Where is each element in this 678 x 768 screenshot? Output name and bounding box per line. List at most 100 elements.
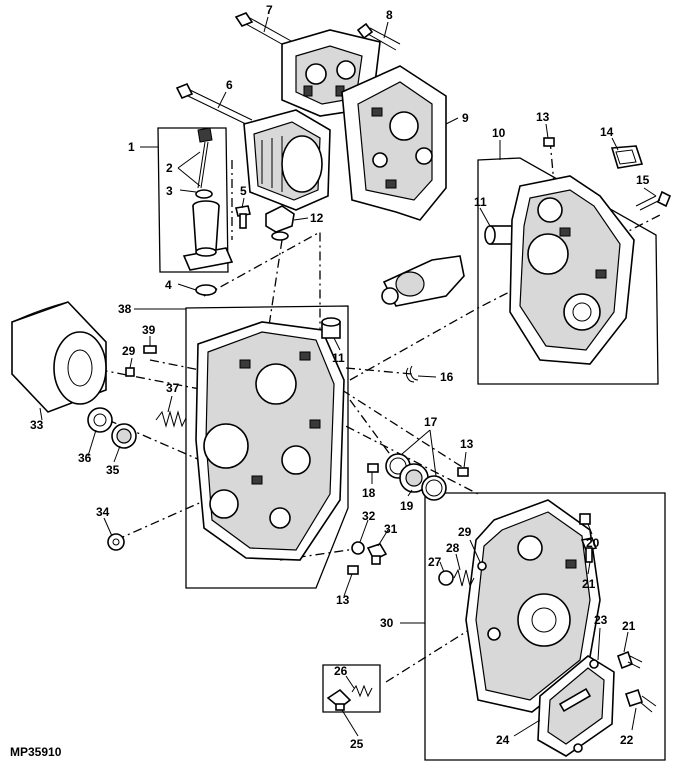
fitting-part-29-left (125, 367, 135, 377)
callout-5: 5 (240, 184, 247, 198)
spring-part-37 (155, 410, 187, 428)
leader-8 (383, 21, 389, 39)
bearing-part-19 (399, 463, 429, 493)
leader-5 (241, 197, 245, 209)
pump-cylinder (243, 109, 331, 211)
oil-filter-part-33 (11, 301, 107, 413)
callout-7: 7 (266, 3, 273, 17)
callout-11-center: 11 (332, 351, 345, 365)
dipstick-tube-part-1 (182, 200, 234, 271)
seal-part-16 (405, 365, 419, 383)
callout-20: 20 (586, 536, 600, 550)
ball-part-29-right (477, 561, 487, 571)
leader-24 (513, 719, 541, 737)
dipstick-part-2 (197, 127, 213, 189)
o-ring-part-3 (195, 189, 213, 199)
callout-29-left: 29 (122, 344, 136, 358)
leader-6 (217, 91, 227, 109)
leader-20 (587, 523, 593, 535)
callout-31: 31 (384, 522, 398, 536)
pin-part-13-lower (347, 565, 359, 575)
bolt-part-8 (356, 22, 401, 51)
callout-6: 6 (226, 78, 233, 92)
callout-37: 37 (166, 381, 180, 395)
callout-15: 15 (636, 173, 650, 187)
pin-part-13-middle (457, 467, 469, 477)
assembly-line (345, 367, 413, 375)
leader-4 (177, 283, 197, 291)
callout-9: 9 (462, 111, 469, 125)
frame-cover-right (477, 157, 659, 385)
bushing-part-11-right (484, 225, 513, 245)
callout-38: 38 (118, 302, 132, 316)
valve-plate-part-9 (341, 65, 447, 221)
callout-27: 27 (428, 555, 442, 569)
housing-cover-part-10 (509, 175, 635, 365)
callout-13-mid: 13 (460, 437, 474, 451)
bolt-part-21-lower (617, 650, 643, 670)
callout-34: 34 (96, 505, 110, 519)
callout-17: 17 (424, 415, 438, 429)
callout-22: 22 (620, 733, 634, 747)
leader-31 (377, 529, 389, 547)
assembly-lines (79, 139, 661, 683)
callout-3: 3 (166, 184, 173, 198)
frame-main-housing (185, 305, 349, 589)
pin-part-39 (143, 345, 157, 354)
callout-16: 16 (440, 370, 454, 384)
callout-13-top: 13 (536, 110, 550, 124)
plug-part-31 (366, 543, 388, 565)
pin-part-13-top (543, 137, 555, 147)
leader-13-low (343, 573, 353, 597)
callout-32: 32 (362, 509, 376, 523)
callout-1: 1 (128, 140, 135, 154)
leader-29-left (129, 357, 133, 369)
callout-35: 35 (106, 463, 120, 477)
callout-19: 19 (400, 499, 414, 513)
shaft-gear (381, 255, 465, 307)
leader-27 (439, 561, 445, 573)
assembly-line (203, 230, 321, 360)
group-frames (157, 127, 666, 761)
assembly-line (107, 419, 201, 461)
cover-plate-part-24 (537, 655, 615, 757)
leader-35 (113, 445, 121, 463)
filter-cap-part-12 (265, 205, 295, 241)
frame-plug-group (322, 664, 381, 713)
leader-11-center (333, 337, 341, 351)
assembly-line (341, 389, 471, 473)
washer-part-34 (107, 533, 125, 551)
leader-9 (445, 117, 459, 125)
leader-36 (87, 429, 97, 457)
callout-11-right: 11 (474, 195, 487, 209)
leader-15 (643, 187, 657, 197)
bearing-part-36 (87, 407, 113, 433)
callout-29-right: 29 (458, 525, 472, 539)
leader-13-top (545, 123, 549, 139)
leader-29-right (469, 539, 481, 563)
leader-7 (263, 16, 269, 33)
callout-10: 10 (492, 126, 506, 140)
leader-21-upper (587, 561, 591, 575)
pin-part-18 (367, 463, 379, 473)
bolt-part-15 (635, 190, 672, 211)
leader-28 (455, 553, 461, 571)
callout-4: 4 (165, 278, 172, 292)
assembly-line (349, 214, 661, 381)
callout-30: 30 (380, 616, 394, 630)
fitting-part-20 (579, 513, 591, 525)
rear-cover-part-30 (465, 499, 601, 713)
o-ring-part-4 (195, 284, 217, 296)
assembly-line (115, 475, 261, 541)
plug-part-25 (326, 688, 352, 711)
gasket-part-14 (610, 145, 644, 169)
bushing-part-11-center (321, 317, 341, 339)
frame-dipstick-group (157, 127, 229, 273)
callout-23: 23 (594, 613, 608, 627)
bolt-part-22 (624, 688, 657, 713)
callout-28: 28 (446, 541, 460, 555)
leader-19 (407, 489, 413, 497)
leader-37 (167, 395, 173, 413)
main-housing-part-38 (195, 321, 345, 561)
